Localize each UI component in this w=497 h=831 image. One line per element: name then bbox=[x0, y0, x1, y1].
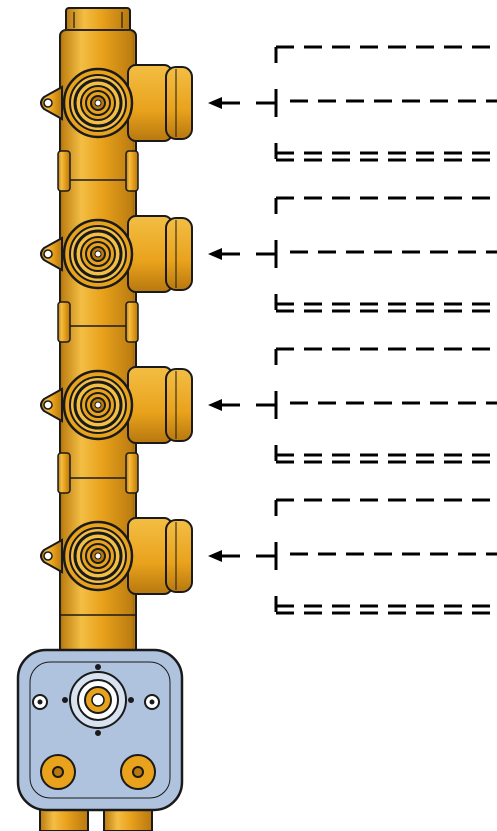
outlet-modules bbox=[40, 64, 193, 595]
inlet-port-left-icon bbox=[40, 754, 76, 790]
body-rib bbox=[57, 150, 71, 192]
arrow-left-icon bbox=[208, 550, 240, 562]
arrow-left-icon bbox=[208, 399, 240, 411]
mounting-lug-icon bbox=[40, 387, 63, 423]
top-cap bbox=[65, 7, 131, 33]
dashed-bracket bbox=[256, 196, 497, 313]
valve-outlet-icon bbox=[62, 67, 134, 139]
outlet-module bbox=[40, 517, 193, 595]
outlet-module bbox=[40, 64, 193, 142]
mounting-lug-icon bbox=[40, 538, 63, 574]
body-rib bbox=[125, 301, 139, 343]
valve-outlet-icon bbox=[62, 218, 134, 290]
body-rib bbox=[125, 150, 139, 192]
dashed-bracket bbox=[256, 45, 497, 162]
callout bbox=[208, 498, 497, 615]
outlet-module bbox=[40, 215, 193, 293]
callout-brackets bbox=[208, 45, 497, 615]
mounting-hole-left-icon bbox=[32, 694, 48, 710]
dashed-bracket bbox=[256, 498, 497, 615]
mounting-lug-icon bbox=[40, 236, 63, 272]
valve-outlet-icon bbox=[62, 520, 134, 592]
body-rib bbox=[125, 452, 139, 494]
center-cartridge-icon bbox=[62, 664, 134, 736]
mounting-lug-icon bbox=[40, 85, 63, 121]
mounting-hole-right-icon bbox=[144, 694, 160, 710]
dashed-bracket bbox=[256, 347, 497, 464]
inlet-port-right-icon bbox=[120, 754, 156, 790]
valve-outlet-icon bbox=[62, 369, 134, 441]
callout bbox=[208, 347, 497, 464]
body-rib bbox=[57, 301, 71, 343]
callout bbox=[208, 45, 497, 162]
arrow-left-icon bbox=[208, 248, 240, 260]
callout bbox=[208, 196, 497, 313]
arrow-left-icon bbox=[208, 97, 240, 109]
outlet-module bbox=[40, 366, 193, 444]
mounting-plate bbox=[16, 648, 184, 812]
body-rib bbox=[57, 452, 71, 494]
